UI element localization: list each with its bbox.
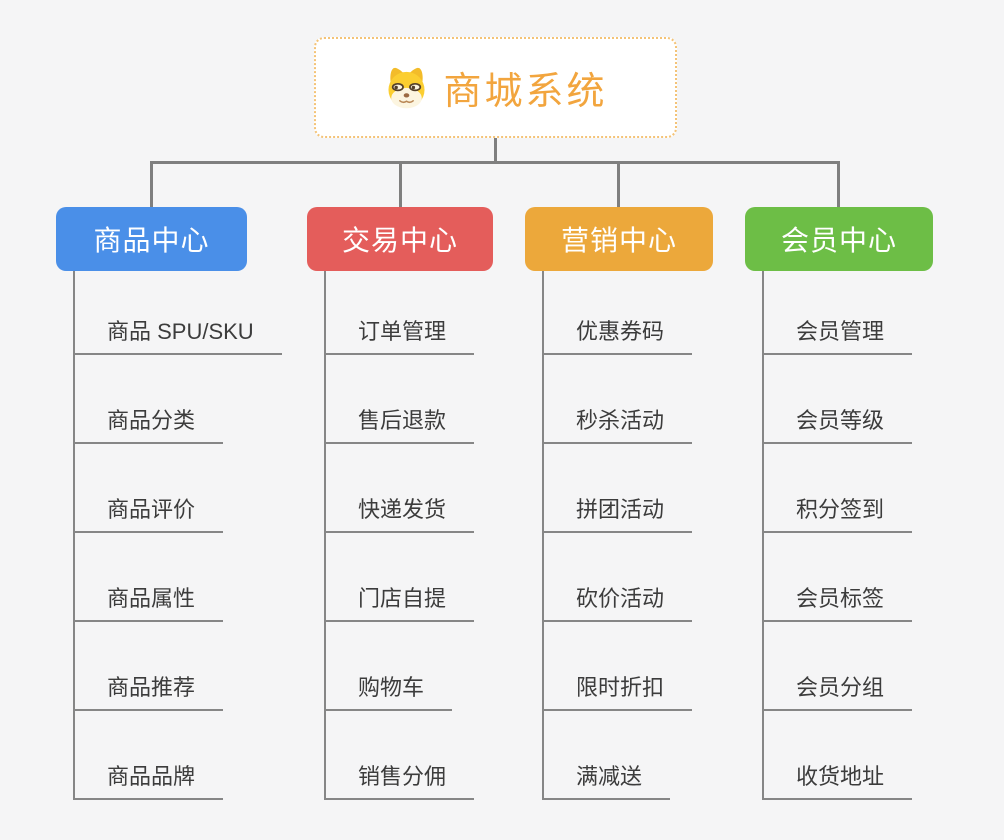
child-topic[interactable]: 购物车 — [324, 622, 453, 711]
child-topic-label: 优惠券码 — [576, 319, 665, 344]
branch-box-trade-center[interactable]: 交易中心 — [307, 207, 493, 271]
child-topic[interactable]: 会员标签 — [762, 533, 913, 622]
child-topic-label: 商品 SPU/SKU — [107, 319, 254, 344]
child-topic[interactable]: 拼团活动 — [542, 444, 693, 533]
child-topic-label: 会员分组 — [796, 675, 885, 700]
child-topic-label: 快递发货 — [358, 497, 447, 522]
child-topic[interactable]: 订单管理 — [324, 271, 475, 355]
child-topic[interactable]: 会员等级 — [762, 355, 913, 444]
child-topic[interactable]: 售后退款 — [324, 355, 475, 444]
branch-product-center: 商品中心 商品 SPU/SKU 商品分类 商品评价 商品属性 商品推荐 商品品牌 — [56, 207, 282, 800]
child-topic-label: 商品品牌 — [107, 764, 196, 789]
child-topic-label: 门店自提 — [358, 586, 447, 611]
child-topic-label: 满减送 — [576, 764, 643, 789]
branch-children: 订单管理 售后退款 快递发货 门店自提 购物车 销售分佣 — [307, 271, 493, 800]
child-topic[interactable]: 商品品牌 — [73, 711, 224, 800]
branch-box-product-center[interactable]: 商品中心 — [56, 207, 247, 271]
child-topic-label: 商品属性 — [107, 586, 196, 611]
child-topic[interactable]: 积分签到 — [762, 444, 913, 533]
doge-face-icon — [388, 67, 426, 109]
child-topic-label: 砍价活动 — [576, 586, 665, 611]
child-topic-label: 限时折扣 — [576, 675, 665, 700]
child-topic[interactable]: 收货地址 — [762, 711, 913, 800]
child-topic-label: 商品评价 — [107, 497, 196, 522]
child-topic[interactable]: 商品分类 — [73, 355, 224, 444]
connector-branch-drop — [837, 161, 840, 207]
child-topic-label: 售后退款 — [358, 408, 447, 433]
child-topic-label: 商品分类 — [107, 408, 196, 433]
branch-member-center: 会员中心 会员管理 会员等级 积分签到 会员标签 会员分组 收货地址 — [745, 207, 933, 800]
child-topic-label: 订单管理 — [358, 319, 447, 344]
connector-branch-drop — [150, 161, 153, 207]
connector-root-drop — [494, 138, 497, 164]
child-topic-label: 会员标签 — [796, 586, 885, 611]
child-topic-label: 拼团活动 — [576, 497, 665, 522]
child-topic[interactable]: 满减送 — [542, 711, 671, 800]
child-topic[interactable]: 商品评价 — [73, 444, 224, 533]
branch-children: 优惠券码 秒杀活动 拼团活动 砍价活动 限时折扣 满减送 — [525, 271, 713, 800]
child-topic-label: 收货地址 — [796, 764, 885, 789]
branch-label: 会员中心 — [780, 225, 897, 256]
branch-children: 会员管理 会员等级 积分签到 会员标签 会员分组 收货地址 — [745, 271, 933, 800]
branch-box-marketing-center[interactable]: 营销中心 — [525, 207, 713, 271]
connector-child-vline — [73, 271, 75, 800]
root-node[interactable]: 商城系统 — [314, 37, 677, 138]
connector-child-vline — [324, 271, 326, 800]
child-topic-label: 商品推荐 — [107, 675, 196, 700]
child-topic[interactable]: 销售分佣 — [324, 711, 475, 800]
child-topic-label: 会员等级 — [796, 408, 885, 433]
child-topic[interactable]: 会员分组 — [762, 622, 913, 711]
child-topic-label: 购物车 — [358, 675, 425, 700]
child-topic-label: 积分签到 — [796, 497, 885, 522]
child-topic[interactable]: 限时折扣 — [542, 622, 693, 711]
child-topic[interactable]: 秒杀活动 — [542, 355, 693, 444]
connector-branch-drop — [617, 161, 620, 207]
root-node-label: 商城系统 — [443, 71, 608, 113]
connector-branch-drop — [399, 161, 402, 207]
branch-children: 商品 SPU/SKU 商品分类 商品评价 商品属性 商品推荐 商品品牌 — [56, 271, 282, 800]
child-topic[interactable]: 快递发货 — [324, 444, 475, 533]
child-topic-label: 销售分佣 — [358, 764, 447, 789]
connector-horizontal-bus — [150, 161, 840, 164]
child-topic[interactable]: 砍价活动 — [542, 533, 693, 622]
branch-label: 交易中心 — [341, 225, 458, 256]
child-topic[interactable]: 优惠券码 — [542, 271, 693, 355]
child-topic[interactable]: 商品属性 — [73, 533, 224, 622]
branch-label: 营销中心 — [560, 225, 677, 256]
child-topic[interactable]: 会员管理 — [762, 271, 913, 355]
connector-child-vline — [762, 271, 764, 800]
child-topic-label: 会员管理 — [796, 319, 885, 344]
child-topic[interactable]: 商品推荐 — [73, 622, 224, 711]
child-topic[interactable]: 门店自提 — [324, 533, 475, 622]
connector-child-vline — [542, 271, 544, 800]
child-topic[interactable]: 商品 SPU/SKU — [73, 271, 282, 355]
branch-box-member-center[interactable]: 会员中心 — [745, 207, 933, 271]
branch-marketing-center: 营销中心 优惠券码 秒杀活动 拼团活动 砍价活动 限时折扣 满减送 — [525, 207, 713, 800]
branch-trade-center: 交易中心 订单管理 售后退款 快递发货 门店自提 购物车 销售分佣 — [307, 207, 493, 800]
child-topic-label: 秒杀活动 — [576, 408, 665, 433]
branch-label: 商品中心 — [93, 225, 210, 256]
